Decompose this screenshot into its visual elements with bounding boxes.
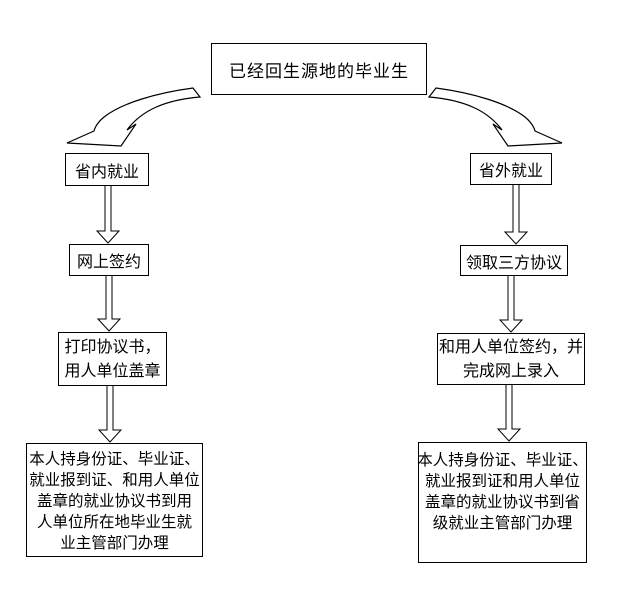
box-out-province-employment: 省外就业 (470, 153, 552, 185)
box-label: 省外就业 (478, 161, 543, 180)
start-box: 已经回生源地的毕业生 (211, 43, 427, 95)
down-arrow-left-3 (97, 386, 123, 443)
down-arrow-left-2 (96, 276, 122, 332)
down-arrow-right-3 (496, 385, 522, 442)
box-get-tripartite-agreement: 领取三方协议 (460, 245, 568, 276)
box-in-province-employment: 省内就业 (65, 153, 149, 186)
box-label: 省内就业 (74, 161, 139, 181)
box-in-province-final-step: 本人持身份证、毕业证、 就业报到证、和用人单位 盖章的就业协议书到用 人单位所在… (26, 443, 203, 557)
box-online-signing: 网上签约 (69, 244, 149, 276)
box-label: 网上签约 (76, 252, 141, 271)
box-label: 领取三方协议 (465, 252, 562, 272)
box-print-agreement: 打印协议书， 用人单位盖章 (58, 332, 167, 386)
start-label: 已经回生源地的毕业生 (229, 61, 409, 82)
curved-arrow-right (427, 87, 563, 147)
box-sign-with-employer: 和用人单位签约，并 完成网上录入 (437, 333, 585, 385)
down-arrow-right-1 (503, 185, 529, 245)
down-arrow-left-1 (95, 186, 121, 244)
box-out-province-final-step: 本人持身份证、毕业证、 就业报到证和用人单位 盖章的就业协议书到省 级就业主管部… (417, 442, 588, 563)
down-arrow-right-2 (498, 276, 524, 333)
curved-arrow-left (66, 87, 202, 147)
